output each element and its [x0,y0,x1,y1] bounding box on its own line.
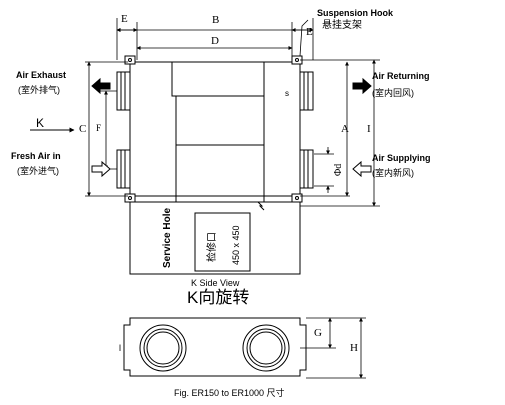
air-exhaust-label: Air Exhaust [16,70,67,80]
hook-leader [299,19,309,57]
dim-a: A [341,123,349,135]
service-hole-size: 450 x 450 [231,225,241,265]
fresh-air-label: Fresh Air in [11,151,61,161]
dim-d: D [211,35,219,47]
unit-body [129,61,301,202]
suspension-hooks [124,55,303,203]
dim-c: C [79,123,87,135]
fresh-air-cn: (室外进气) [17,166,59,176]
air-returning-label: Air Returning [372,71,430,81]
dim-i: I [367,123,371,135]
service-hole-panel [129,201,301,275]
marker-s: s [285,89,289,98]
air-supplying-cn: (室内新风) [372,168,414,178]
air-returning-cn: (室内回风) [372,88,414,98]
dim-phi-d: Φd [333,163,344,176]
suspension-hook-label: Suspension Hook [317,8,394,18]
suspension-hook-cn: 悬挂支架 [322,20,362,31]
dim-e-right: E [306,26,313,38]
dim-h: H [350,342,358,354]
air-supplying-label: Air Supplying [372,153,431,163]
service-hole-label: Service Hole [162,207,173,268]
air-exhaust-cn: (室外排气) [18,85,60,95]
k-side-view [123,317,366,379]
figure-caption: Fig. ER150 to ER1000 尺寸 [174,388,285,398]
flow-arrows [30,77,372,178]
dim-e-left: E [121,13,128,25]
dim-g: G [314,327,322,339]
service-hole-cn: 检修口 [207,232,218,262]
dim-b: B [212,14,220,26]
dimension-lines [85,18,380,207]
marker-l: l [119,343,121,353]
duct-collars [116,71,314,189]
k-side-view-title: K Side View [191,278,240,288]
k-view-cn-title: K向旋转 [187,288,250,307]
k-arrow-label: K [36,116,45,130]
dim-f: F [96,123,102,133]
